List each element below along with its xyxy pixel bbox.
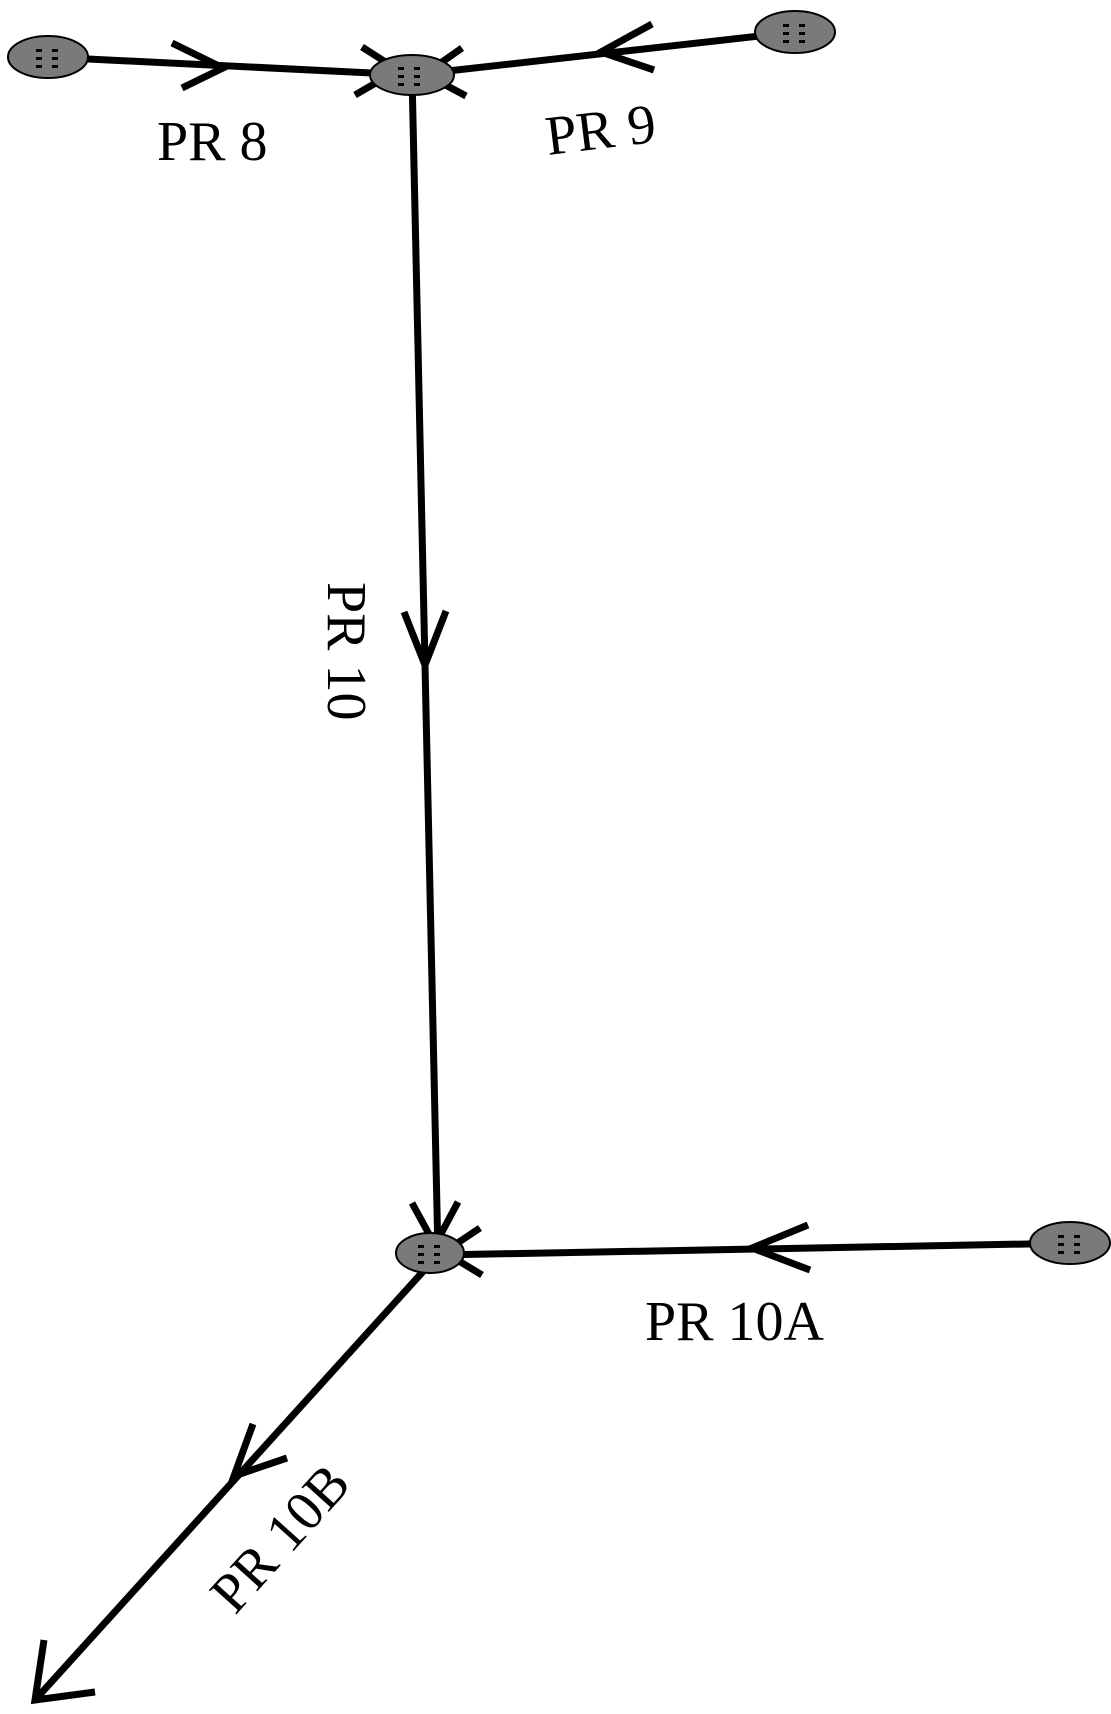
edge-pr10a-arrow-icon xyxy=(742,1221,812,1274)
node-junction-top xyxy=(369,54,455,96)
edge-pr10-label: PR 10 xyxy=(315,582,377,721)
edge-pr8-label: PR 8 xyxy=(157,111,268,173)
edge-pr10b-label: PR 10B xyxy=(199,1453,363,1625)
edge-pr8-line xyxy=(47,53,413,79)
node-source-left xyxy=(7,35,89,79)
node-source-right xyxy=(1029,1221,1111,1265)
node-source-top-right xyxy=(754,10,836,54)
edge-pr10b-arrow-icon xyxy=(228,1422,289,1482)
edge-pr10-arrow-icon xyxy=(400,609,450,675)
outlet-arrow-icon xyxy=(30,1639,96,1705)
edge-pr10a-label: PR 10A xyxy=(645,1291,824,1353)
edge-pr8-arrow-icon xyxy=(170,39,231,92)
edge-pr9-arrow-icon xyxy=(592,20,656,74)
edge-pr9-label: PR 9 xyxy=(542,93,659,168)
node-junction-bottom xyxy=(395,1232,465,1274)
